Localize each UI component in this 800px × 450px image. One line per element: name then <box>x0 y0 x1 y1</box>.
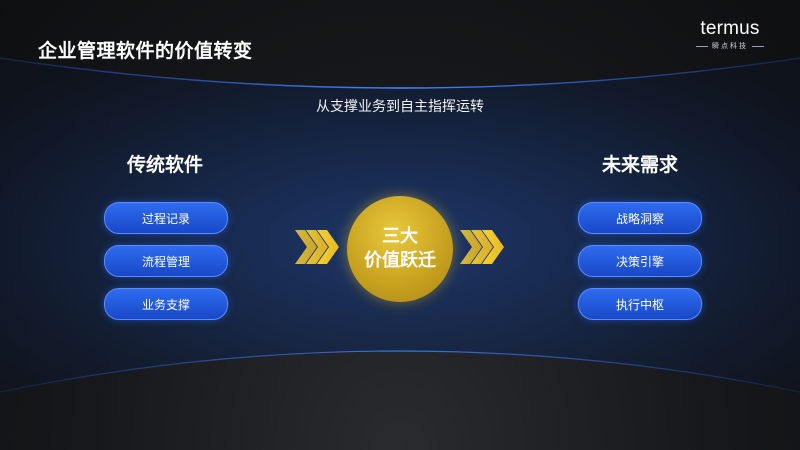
logo-subtitle-text: 瞬点科技 <box>712 42 748 50</box>
center-value-circle: 三大 价值跃迁 <box>347 196 453 302</box>
left-item-process-management: 流程管理 <box>104 245 228 277</box>
right-item-decision-engine: 决策引擎 <box>578 245 702 277</box>
logo-wordmark: termus <box>700 18 760 39</box>
center-line-2: 价值跃迁 <box>364 250 436 271</box>
page-title: 企业管理软件的价值转变 <box>38 40 253 62</box>
logo-divider <box>752 45 764 47</box>
logo-divider <box>696 45 708 47</box>
left-item-business-support: 业务支撑 <box>104 288 228 320</box>
right-heading: 未来需求 <box>601 154 678 176</box>
left-chevron-arrows-icon <box>295 230 339 264</box>
subtitle: 从支撑业务到自主指挥运转 <box>316 99 484 115</box>
right-item-strategic-insight: 战略洞察 <box>578 202 702 234</box>
logo-subtitle: 瞬点科技 <box>690 41 770 51</box>
left-heading: 传统软件 <box>126 154 203 176</box>
left-item-process-record: 过程记录 <box>104 202 228 234</box>
right-chevron-arrows-icon <box>460 230 504 264</box>
right-item-execution-hub: 执行中枢 <box>578 288 702 320</box>
brand-logo: termus 瞬点科技 <box>690 19 770 51</box>
center-line-1: 三大 <box>382 226 418 247</box>
